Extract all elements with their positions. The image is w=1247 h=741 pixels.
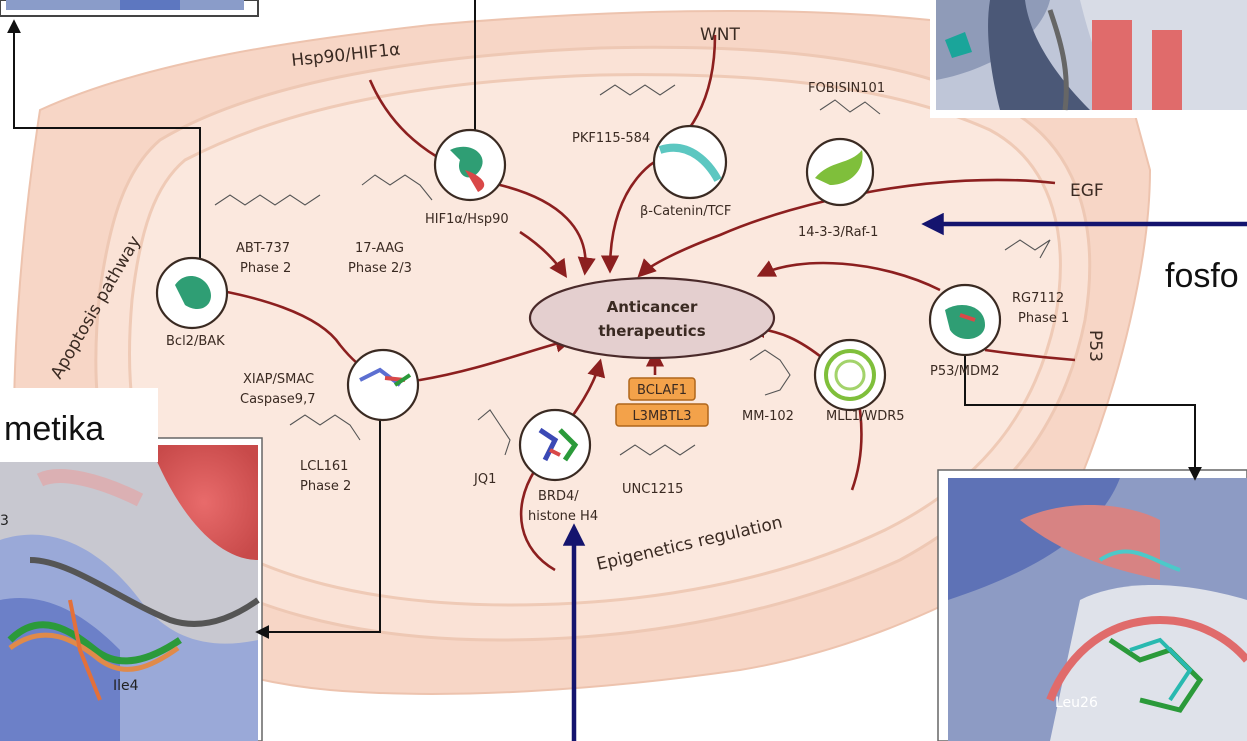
pathway-label-egf: EGF xyxy=(1070,181,1104,201)
target-label-xiap-1: XIAP/SMAC xyxy=(243,372,314,387)
gene-box-l3mbtl3-label: L3MBTL3 xyxy=(632,409,691,424)
molecule-sketches xyxy=(214,84,1051,456)
residue-label-leu26: Leu26 xyxy=(1055,695,1098,711)
compound-jq1: JQ1 xyxy=(473,472,496,487)
target-node-xiap xyxy=(346,348,420,422)
compound-aag: 17-AAG xyxy=(355,241,404,256)
target-node-brd4 xyxy=(518,408,592,482)
inset-image-top-right xyxy=(930,0,1247,118)
compound-lcl-phase: Phase 2 xyxy=(300,479,351,494)
center-label-line1: Anticancer xyxy=(607,298,698,316)
target-label-mll1: MLL1/WDR5 xyxy=(826,409,905,424)
anticancer-therapeutics-node: Anticancer therapeutics xyxy=(528,276,776,360)
target-node-hif-hsp90 xyxy=(433,128,507,202)
target-label-raf: 14-3-3/Raf-1 xyxy=(798,225,878,240)
target-label-bcl2: Bcl2/BAK xyxy=(166,334,225,349)
gene-box-bclaf1-label: BCLAF1 xyxy=(637,383,687,398)
target-label-brd4-2: histone H4 xyxy=(528,509,598,524)
navy-arrows xyxy=(562,212,1247,741)
compound-pkf: PKF115-584 xyxy=(572,131,650,146)
compound-fobisin: FOBISIN101 xyxy=(808,81,885,96)
target-label-brd4-1: BRD4/ xyxy=(538,489,579,504)
inset-image-top-left xyxy=(0,0,259,17)
inset-image-bottom-right xyxy=(937,469,1247,741)
compound-unc: UNC1215 xyxy=(622,482,683,497)
callout-arrows xyxy=(6,0,1202,639)
target-node-mll1 xyxy=(813,338,887,412)
gene-box-l3mbtl3: L3MBTL3 xyxy=(615,403,709,427)
compound-abt: ABT-737 xyxy=(236,241,290,256)
overlay-metika-text: metika xyxy=(4,410,104,448)
target-label-catenin: β-Catenin/TCF xyxy=(640,204,731,219)
inset-image-bottom-left xyxy=(0,437,263,741)
overlay-metika: metika xyxy=(0,388,158,462)
overlay-fosfo-text: fosfo xyxy=(1165,257,1239,295)
pathway-label-wnt: WNT xyxy=(700,25,741,45)
target-label-xiap-2: Caspase9,7 xyxy=(240,392,315,407)
target-node-catenin xyxy=(652,124,728,200)
overlay-fosfo: fosfo xyxy=(1150,238,1247,310)
gene-box-bclaf1: BCLAF1 xyxy=(628,377,696,401)
center-label-line2: therapeutics xyxy=(598,322,705,340)
target-node-raf xyxy=(805,137,875,207)
target-node-bcl2 xyxy=(155,256,229,330)
pathway-label-p53: P53 xyxy=(1085,330,1105,362)
residue-label-ile4: Ile4 xyxy=(113,678,139,694)
compound-aag-phase: Phase 2/3 xyxy=(348,261,412,276)
target-label-p53mdm2: P53/MDM2 xyxy=(930,364,999,379)
compound-abt-phase: Phase 2 xyxy=(240,261,291,276)
compound-rg: RG7112 xyxy=(1012,291,1064,306)
target-label-hif-hsp90: HIF1α/Hsp90 xyxy=(425,212,509,227)
target-node-p53mdm2 xyxy=(928,283,1002,357)
compound-lcl: LCL161 xyxy=(300,459,348,474)
compound-rg-phase: Phase 1 xyxy=(1018,311,1069,326)
residue-label-partial: 3 xyxy=(0,513,9,529)
compound-mm: MM-102 xyxy=(742,409,794,424)
